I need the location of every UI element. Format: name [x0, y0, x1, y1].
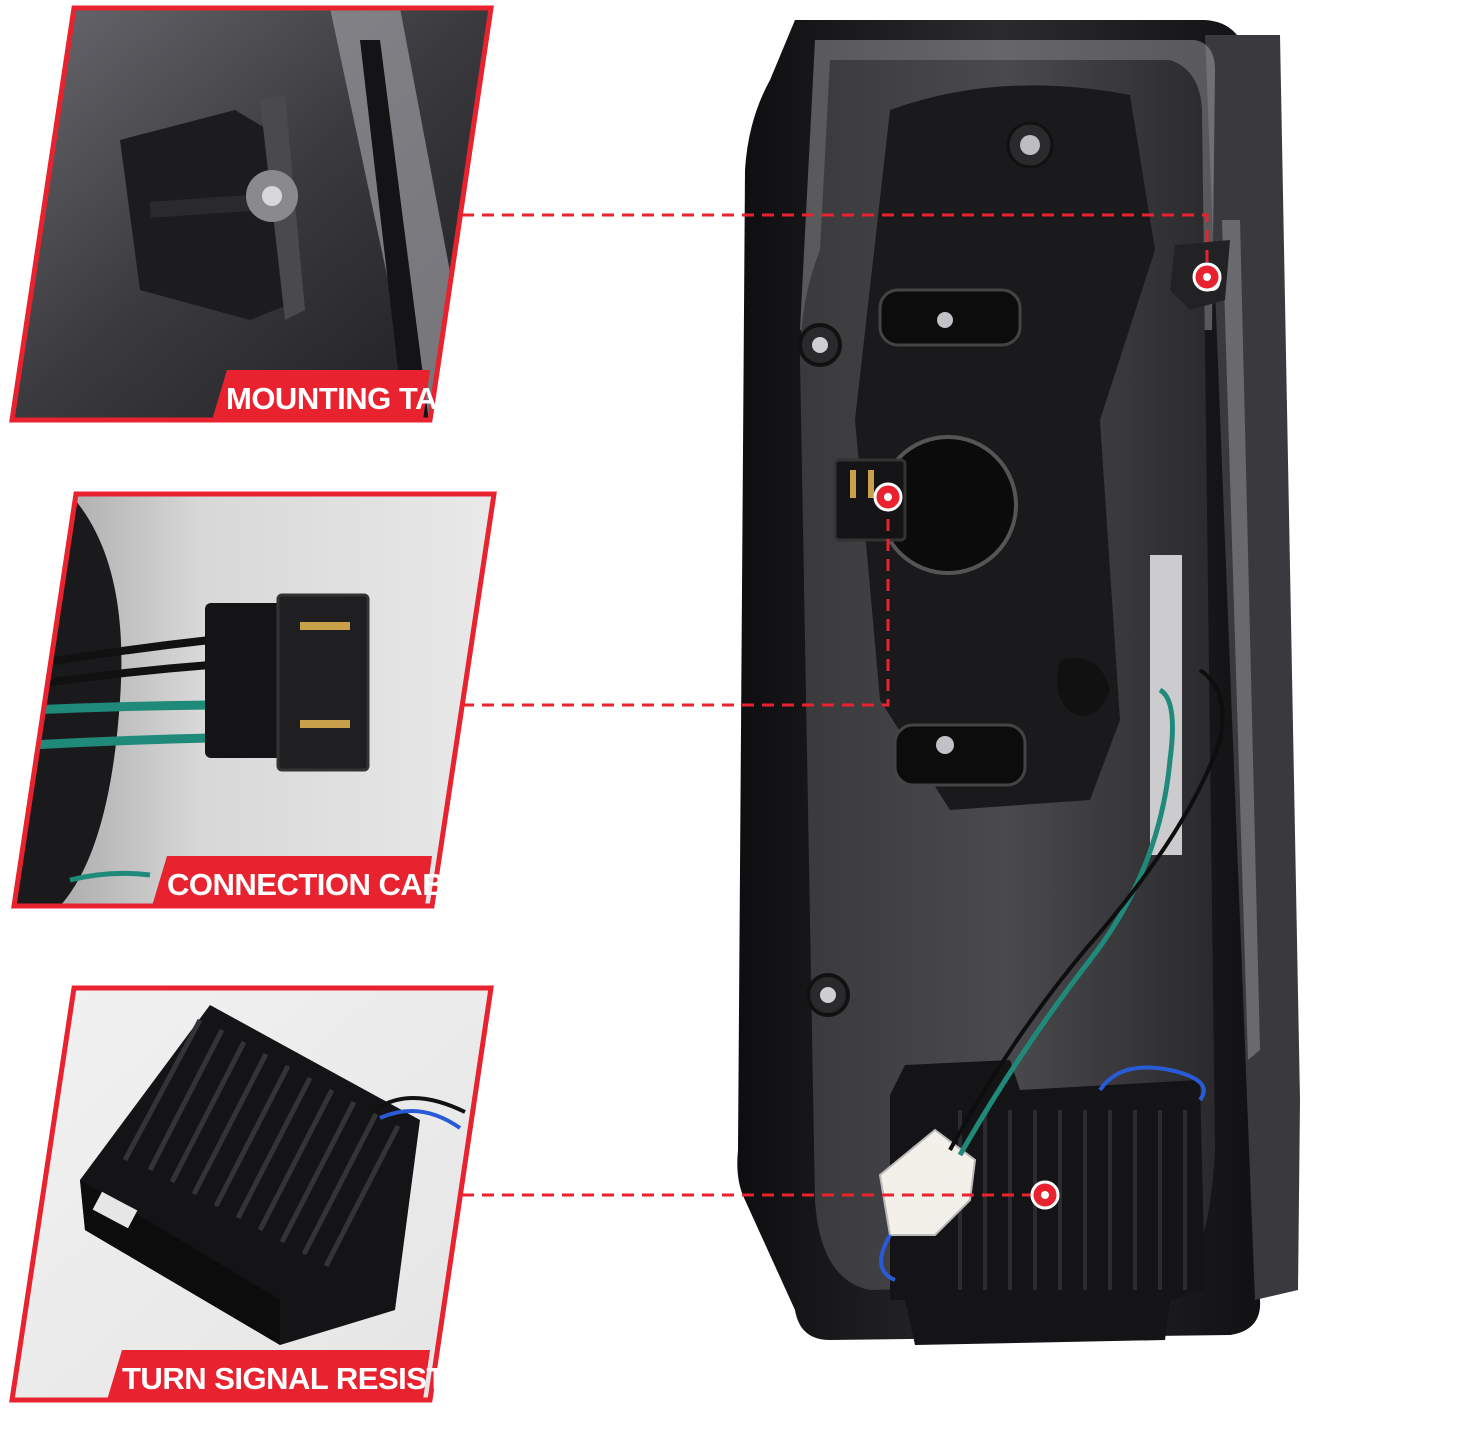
leader-line-mounting-tab	[462, 213, 1209, 275]
panel2-wire-green-1	[29, 700, 211, 715]
panel3-wire-black	[373, 1096, 466, 1114]
panel2-wire-lower	[69, 870, 151, 883]
panel1-tab-body	[120, 110, 300, 320]
panel1-frame	[9, 5, 494, 423]
panel3-wire-blue	[379, 1108, 462, 1130]
wire-green	[957, 687, 1175, 1157]
connection-cable-label: CONNECTION CABLE	[167, 867, 483, 902]
panel2-housing-edge	[14, 494, 122, 906]
label-sticker	[1150, 555, 1182, 855]
panel1-label-box	[212, 370, 430, 420]
mounting-tab-label: MOUNTING TAB	[226, 381, 459, 416]
leader-line-connection-cable	[462, 500, 890, 707]
panel1-rib	[360, 40, 430, 420]
central-bracket	[855, 85, 1155, 810]
panel2-connector-body	[205, 603, 285, 758]
panel1-tab-hole	[262, 186, 282, 206]
upper-slot-screw	[937, 312, 953, 328]
leader-lines	[462, 213, 1209, 1197]
panel2-label-box	[152, 856, 432, 906]
top-screw	[1020, 135, 1040, 155]
lower-slot-screw	[936, 736, 954, 754]
callout-panel-mounting-tab: MOUNTING TAB	[9, 5, 494, 423]
callout-panel-connection-cable: CONNECTION CABLE	[11, 491, 497, 909]
left-lower-boss-hole	[820, 987, 836, 1003]
tail-light-housing	[737, 20, 1300, 1345]
marker-connection-cable-dot	[884, 493, 892, 501]
turn-signal-resistor-label: TURN SIGNAL RESISTOR	[122, 1361, 490, 1396]
panel3-label-box	[107, 1350, 430, 1400]
panel1-tab-slot	[149, 194, 261, 218]
wire-blue	[1098, 1065, 1206, 1102]
panel2-wire-green-2	[29, 733, 211, 750]
target-markers	[873, 262, 1222, 1210]
connector-pin-1	[850, 470, 856, 498]
flange-highlight	[1222, 220, 1260, 1060]
lower-slot	[893, 723, 1027, 787]
panel2-pin-1	[300, 622, 350, 630]
panel2-frame	[11, 491, 497, 909]
wire-grommet	[1057, 658, 1110, 716]
wire-blue-lower	[879, 1234, 896, 1282]
left-upper-boss-hole	[812, 337, 828, 353]
connector-pin-2	[868, 470, 874, 498]
panel2-wire-black-2	[29, 661, 211, 689]
panel2-connector-head	[276, 593, 370, 772]
wire-black	[948, 668, 1225, 1151]
panel3-sticker	[92, 1191, 138, 1229]
panel3-frame	[9, 985, 494, 1403]
panel2-pin-2	[300, 720, 350, 728]
marker-turn-signal-resistor-dot	[1041, 1191, 1049, 1199]
marker-mounting-tab-dot	[1203, 273, 1211, 281]
panel3-fins	[122, 1018, 401, 1268]
callout-panel-turn-signal-resistor: TURN SIGNAL RESISTOR	[9, 985, 494, 1403]
